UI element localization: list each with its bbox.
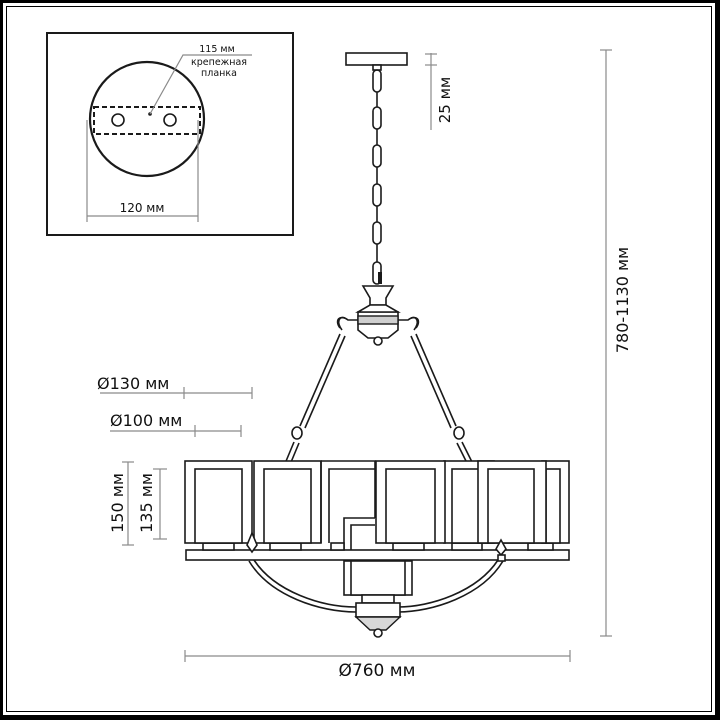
base-ring [185, 549, 570, 561]
mount-inset [46, 32, 294, 236]
canopy [345, 52, 408, 71]
shade-inner-diameter-label: Ø100 мм [110, 411, 182, 430]
chain [372, 69, 382, 285]
mounting-strip [93, 106, 201, 135]
arm-hook-right [398, 316, 420, 331]
lamp-shades [184, 460, 570, 562]
shade-outer-diameter-label: Ø130 мм [97, 374, 169, 393]
canopy-diameter-label: 120 мм [120, 201, 165, 215]
shade-outer-height-label: 150 мм [108, 473, 127, 533]
overall-diameter-label: Ø760 мм [339, 661, 416, 681]
strip-length-label: 115 мм [199, 44, 235, 55]
central-hub [355, 285, 401, 346]
total-height-label: 780-1130 мм [613, 247, 632, 353]
strip-name-line1: крепежная [191, 57, 247, 68]
drawing-frame-inner [6, 6, 712, 712]
canopy-height-label: 25 мм [436, 77, 454, 124]
screw-hole-left [111, 113, 125, 127]
lower-frame [248, 559, 504, 638]
shade-inner-height-label: 135 мм [137, 473, 156, 533]
suspension-arm-right [410, 333, 475, 468]
suspension-arm-left [283, 333, 346, 468]
screw-hole-right [163, 113, 177, 127]
strip-name-line2: планка [201, 68, 237, 79]
arm-hook-left [336, 316, 358, 331]
canopy-circle [88, 60, 206, 178]
